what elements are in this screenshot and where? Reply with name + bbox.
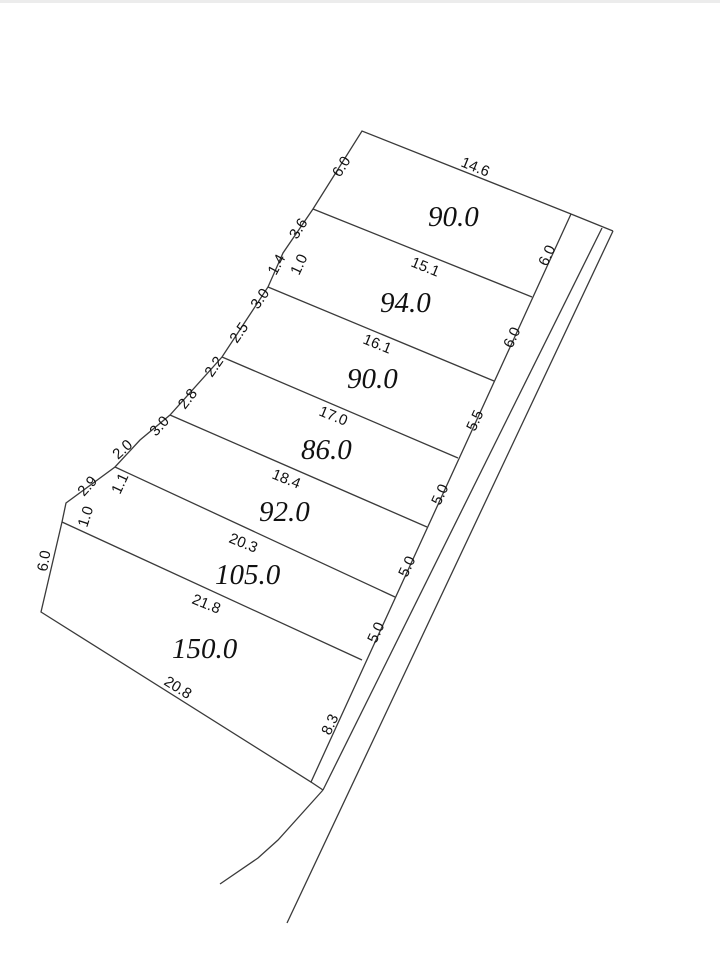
- dim-right-lot-5: 5.0: [395, 554, 419, 580]
- dim-divider-18-4: 18.4: [270, 466, 303, 493]
- area-label-lot-3: 90.0: [347, 363, 398, 395]
- dim-seg-3-6: 3.6: [286, 215, 311, 242]
- dim-seg-3-0b: 3.0: [146, 413, 173, 440]
- dim-top-left: 6.0: [329, 153, 354, 180]
- area-label-lot-2: 94.0: [380, 287, 431, 319]
- dim-right-lot-6: 5.0: [364, 620, 388, 646]
- road-outer-line: [286, 230, 614, 924]
- dim-divider-17-0: 17.0: [317, 403, 350, 430]
- dim-seg-1-4: 1.4: [265, 251, 290, 277]
- road-bottom-cap: [310, 781, 324, 791]
- lower-left-boundary: [219, 789, 324, 885]
- dim-right-lot-7: 8.3: [318, 712, 342, 738]
- dim-seg-1-1: 1.1: [108, 471, 132, 497]
- dim-bottom-left: 6.0: [34, 549, 54, 572]
- area-label-lot-4: 86.0: [301, 434, 352, 466]
- road-inner-line: [322, 227, 603, 791]
- dim-seg-1-0b: 1.0: [75, 504, 98, 529]
- dim-right-lot-2: 6.0: [500, 325, 524, 351]
- divider-1-2: [312, 208, 533, 298]
- area-label-lot-5: 92.0: [259, 496, 310, 528]
- road-top-cap: [570, 213, 614, 232]
- dim-seg-2-8: 2.8: [175, 386, 201, 413]
- top-border: [0, 0, 720, 3]
- dim-divider-15-1: 15.1: [409, 254, 442, 281]
- divider-5-6: [114, 466, 396, 598]
- dim-divider-16-1: 16.1: [361, 331, 394, 358]
- dim-seg-2-0: 2.0: [109, 436, 136, 463]
- dim-seg-1-0a: 1.0: [287, 252, 311, 278]
- area-label-lot-6: 105.0: [215, 559, 281, 591]
- dim-divider-20-3: 20.3: [227, 530, 260, 557]
- dim-divider-21-8: 21.8: [190, 591, 223, 618]
- divider-2-3: [267, 286, 495, 382]
- divider-3-4: [221, 356, 459, 459]
- dim-seg-3-0a: 3.0: [247, 285, 273, 312]
- dim-right-lot-4: 5.0: [428, 482, 452, 508]
- divider-6-7: [61, 521, 363, 661]
- dim-right-lot-3: 5.5: [463, 408, 487, 434]
- area-label-lot-1: 90.0: [428, 201, 479, 233]
- dim-seg-2-9: 2.9: [74, 473, 101, 500]
- divider-4-5: [169, 414, 428, 528]
- dim-seg-2-5: 2.5: [226, 319, 252, 346]
- area-label-lot-7: 150.0: [172, 633, 238, 665]
